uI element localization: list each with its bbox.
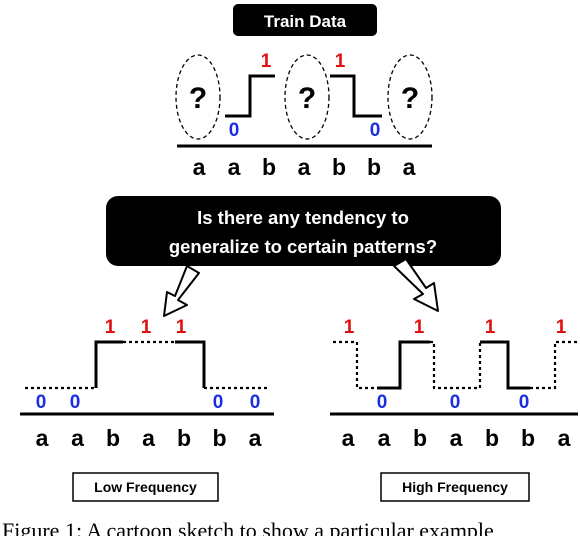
train-letter-5: b (332, 154, 346, 180)
low-zero-label-3: 0 (213, 392, 224, 413)
high-signal-1 (377, 340, 430, 390)
question-mark-2: ? (298, 82, 316, 115)
low-signal-fall (175, 340, 206, 388)
unknown-ellipse-1 (175, 54, 221, 140)
train-data-title-box (233, 4, 377, 36)
high-dotted-2 (430, 340, 482, 390)
train-letter-6: b (367, 154, 381, 180)
unknown-ellipse-3 (387, 54, 433, 140)
low-frequency-box (72, 472, 219, 502)
train-zero-label-1: 0 (229, 120, 240, 141)
high-zero-label-3: 0 (519, 392, 530, 413)
high-signal-2 (480, 340, 530, 390)
high-letter-6: b (521, 425, 535, 451)
arrow-to-low-frequency (163, 265, 200, 317)
high-dotted-1 (333, 340, 377, 390)
low-signal-rise (94, 340, 123, 388)
high-letter-7: a (558, 425, 571, 451)
callout-line-2: generalize to certain patterns? (169, 236, 437, 257)
high-letter-3: b (413, 425, 427, 451)
callout-line-1: Is there any tendency to (197, 207, 409, 228)
question-mark-3: ? (401, 82, 419, 115)
high-letter-2: a (378, 425, 391, 451)
train-zero-label-2: 0 (370, 120, 381, 141)
high-frequency-box (380, 472, 530, 502)
high-one-label-1: 1 (344, 317, 355, 338)
low-zero-label-2: 0 (70, 392, 81, 413)
question-mark-1: ? (189, 82, 207, 115)
high-dotted-3 (530, 340, 577, 390)
train-letter-4: a (298, 154, 311, 180)
high-one-label-2: 1 (414, 317, 425, 338)
train-letter-1: a (193, 154, 206, 180)
low-one-label-2: 1 (141, 317, 152, 338)
low-letter-7: a (249, 425, 262, 451)
high-zero-label-2: 0 (450, 392, 461, 413)
low-zero-label-1: 0 (36, 392, 47, 413)
high-one-label-3: 1 (485, 317, 496, 338)
high-zero-label-1: 0 (377, 392, 388, 413)
high-letter-5: b (485, 425, 499, 451)
train-letter-2: a (228, 154, 241, 180)
low-zero-label-4: 0 (250, 392, 261, 413)
low-letter-3: b (106, 425, 120, 451)
train-one-label-1: 1 (261, 51, 272, 72)
low-letter-1: a (36, 425, 49, 451)
high-frequency-label: High Frequency (402, 479, 508, 495)
train-data-title: Train Data (264, 12, 347, 31)
train-letter-3: b (262, 154, 276, 180)
low-letter-4: a (142, 425, 155, 451)
low-frequency-label: Low Frequency (94, 479, 197, 495)
train-signal-fall (330, 74, 382, 118)
high-letter-1: a (342, 425, 355, 451)
low-letter-6: b (212, 425, 226, 451)
figure-caption: Figure 1: A cartoon sketch to show a par… (2, 518, 494, 536)
low-one-label-3: 1 (176, 317, 187, 338)
arrow-to-high-frequency (393, 258, 439, 312)
unknown-ellipse-2 (284, 54, 330, 140)
high-one-label-4: 1 (556, 317, 567, 338)
high-letter-4: a (450, 425, 463, 451)
low-letter-2: a (71, 425, 84, 451)
train-one-label-2: 1 (335, 51, 346, 72)
train-signal-rise (225, 74, 275, 118)
train-letter-7: a (403, 154, 416, 180)
question-callout-box (106, 196, 501, 266)
low-letter-5: b (177, 425, 191, 451)
low-one-label-1: 1 (105, 317, 116, 338)
